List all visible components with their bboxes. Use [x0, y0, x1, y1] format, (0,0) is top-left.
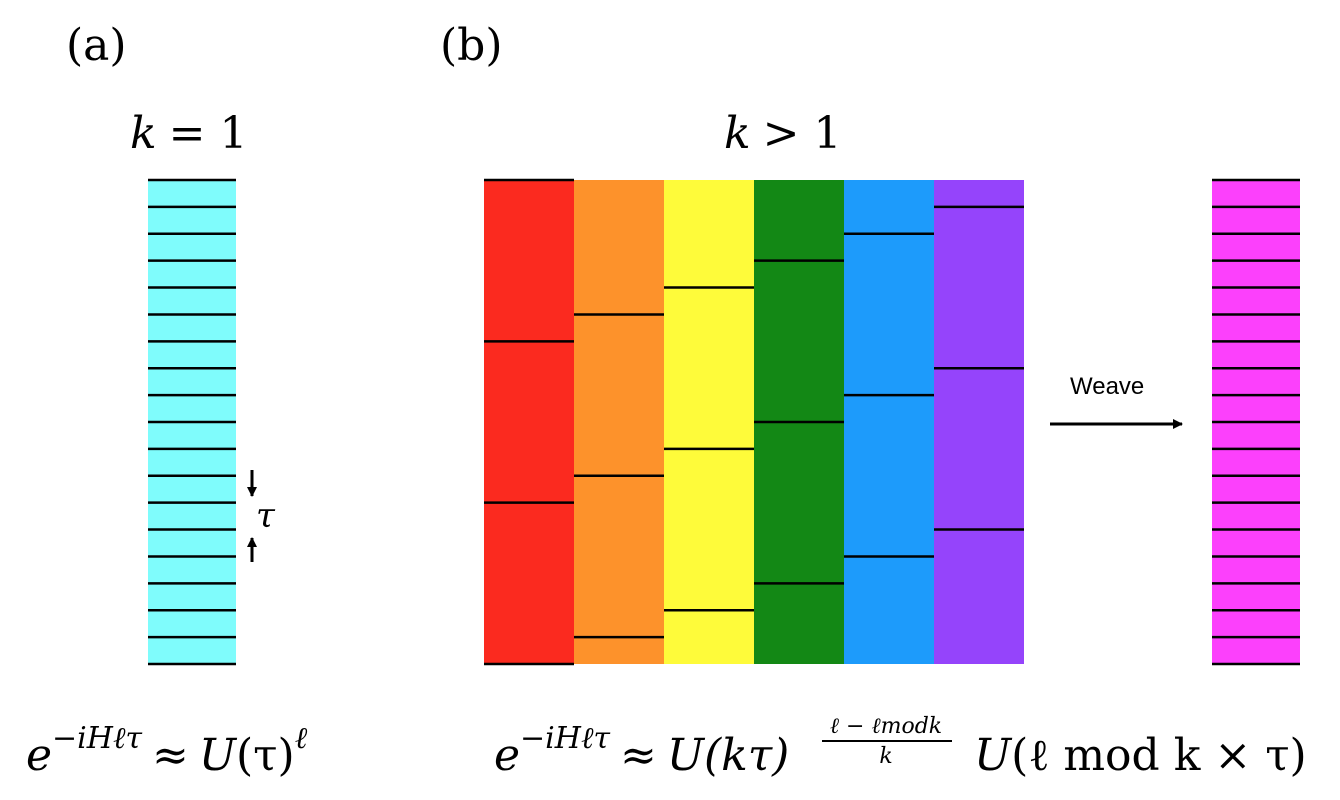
formula-a-arg: (τ) [236, 730, 295, 781]
colored-strips [484, 178, 1024, 666]
svg-text:e−iHℓτ≈U(kτ): e−iHℓτ ≈U(kτ) [494, 721, 789, 781]
magenta-strip [1212, 178, 1300, 666]
formula-a: e−iHℓτ ≈U(τ)ℓ [26, 721, 308, 781]
formula-b-arg2: (ℓ mod k × τ) [1011, 730, 1307, 781]
panel-a-label: (a) [66, 20, 127, 71]
cyan-strip [148, 178, 236, 666]
formula-a-U: U [199, 730, 238, 781]
formula-b-frac-den: k [879, 744, 892, 769]
strip-4-fill [844, 180, 934, 664]
formula-a-approx: ≈ [152, 730, 189, 781]
panel-a-k-var: k [130, 108, 157, 159]
formula-a-base: e [26, 730, 52, 781]
formula-a-exponent: −iHℓτ [52, 721, 142, 756]
strip-5-fill [934, 180, 1024, 664]
formula-b: e−iHℓτ≈U(kτ) ℓ − ℓmodk k U(ℓ mod k × τ) [494, 714, 1307, 781]
weave-arrow: Weave [1050, 373, 1183, 429]
tau-label: τ [256, 496, 276, 536]
panel-a-k-rel: = 1 [169, 108, 248, 159]
tau-marker: τ [247, 470, 276, 562]
panel-b-k-var: k [724, 108, 751, 159]
weave-label: Weave [1070, 373, 1144, 400]
formula-b-U2: U [974, 730, 1013, 781]
panel-b-k-rel: > 1 [763, 108, 842, 159]
panel-b-heading: k> 1 [724, 108, 842, 159]
formula-b-frac-num: ℓ − ℓmodk [830, 714, 942, 739]
formula-a-power: ℓ [295, 721, 308, 756]
svg-text:U(ℓ mod k × τ): U(ℓ mod k × τ) [974, 730, 1307, 781]
strip-1-fill [574, 180, 664, 664]
strip-2-fill [664, 180, 754, 664]
formula-b-approx: ≈ [620, 730, 657, 781]
formula-b-exponent: −iHℓτ [520, 721, 610, 756]
formula-b-arg1: (kτ) [704, 730, 789, 781]
strip-0-fill [484, 180, 574, 664]
panel-a-heading: k= 1 [130, 108, 248, 159]
formula-b-base: e [494, 730, 520, 781]
panel-b-label: (b) [440, 20, 503, 71]
formula-b-U1: U [667, 730, 706, 781]
